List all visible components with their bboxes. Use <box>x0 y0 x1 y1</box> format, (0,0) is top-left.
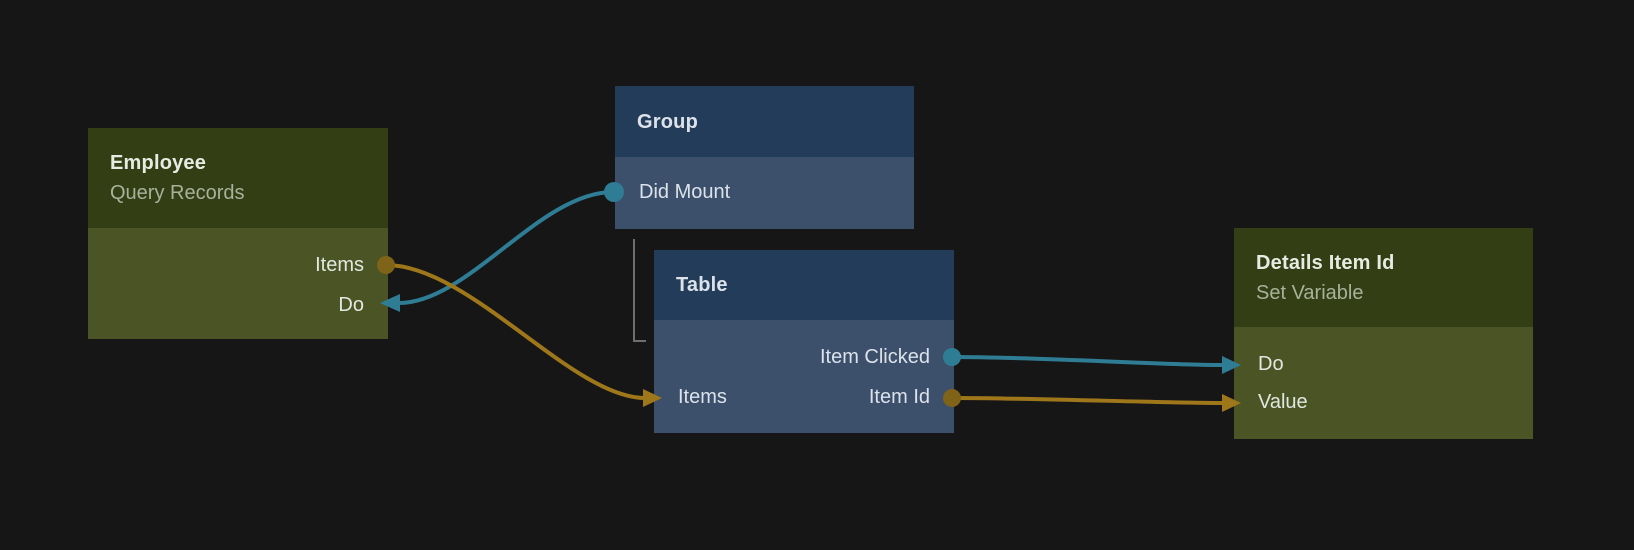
hierarchy-connector-group-table <box>633 239 646 342</box>
port-table-items[interactable]: Items <box>678 385 727 408</box>
node-employee-header: Employee Query Records <box>88 128 388 228</box>
node-details-item-id[interactable]: Details Item Id Set Variable Do Value <box>1234 228 1533 439</box>
port-label: Value <box>1258 390 1308 413</box>
edge-group-didmount-to-employee-do[interactable] <box>398 190 614 305</box>
port-label: Items <box>315 253 364 276</box>
node-table-header: Table <box>654 250 954 320</box>
node-subtitle: Set Variable <box>1256 281 1364 304</box>
node-employee[interactable]: Employee Query Records Items Do <box>88 128 388 339</box>
port-label: Did Mount <box>639 180 731 203</box>
node-title: Details Item Id <box>1256 251 1395 274</box>
port-table-itemclicked[interactable]: Item Clicked <box>654 337 954 377</box>
port-employee-items[interactable]: Items <box>88 245 388 285</box>
node-title: Group <box>637 110 698 133</box>
port-dot-employee-items[interactable] <box>377 256 395 274</box>
node-group-header: Group <box>615 86 914 157</box>
port-dot-group-didmount[interactable] <box>604 182 624 202</box>
node-table[interactable]: Table Item Clicked Items Item Id <box>654 250 954 433</box>
node-title: Employee <box>110 152 207 174</box>
port-label: Item Clicked <box>819 345 930 368</box>
edge-employee-items-to-table-items[interactable] <box>385 263 646 400</box>
port-table-itemid[interactable]: Item Id <box>868 385 930 408</box>
port-dot-table-itemid[interactable] <box>943 389 961 407</box>
edge-table-itemid-to-details-value[interactable] <box>951 396 1224 405</box>
port-group-didmount[interactable]: Did Mount <box>615 172 914 212</box>
port-dot-table-itemclicked[interactable] <box>943 348 961 366</box>
port-employee-do[interactable]: Do <box>88 285 388 325</box>
node-details-header: Details Item Id Set Variable <box>1234 228 1533 327</box>
node-group[interactable]: Group Did Mount <box>615 86 914 229</box>
port-details-do[interactable]: Do <box>1234 345 1533 383</box>
edge-table-itemclicked-to-details-do[interactable] <box>951 355 1224 367</box>
port-label: Do <box>338 293 364 316</box>
node-table-body: Item Clicked Items Item Id <box>654 320 954 433</box>
node-title: Table <box>676 274 728 296</box>
port-label: Do <box>1258 352 1284 375</box>
node-details-body: Do Value <box>1234 327 1533 439</box>
node-group-body: Did Mount <box>615 157 914 229</box>
port-row-table-bottom: Items Item Id <box>654 377 954 417</box>
port-details-value[interactable]: Value <box>1234 383 1533 421</box>
node-subtitle: Query Records <box>110 182 245 204</box>
node-employee-body: Items Do <box>88 228 388 339</box>
